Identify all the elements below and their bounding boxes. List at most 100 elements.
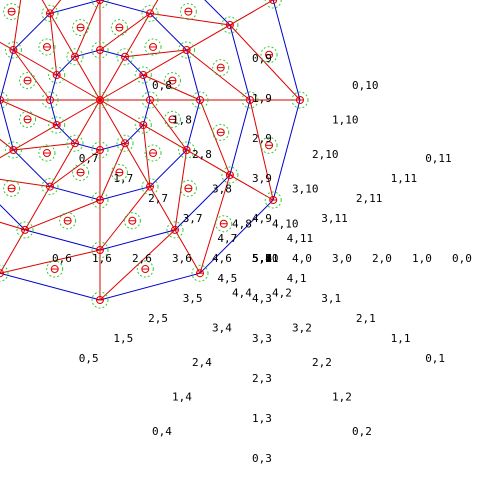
node-halo <box>179 179 197 197</box>
mesh-node <box>38 144 56 162</box>
mesh-node <box>4 141 22 159</box>
node-halo <box>72 163 90 181</box>
node-halo <box>4 41 22 59</box>
node-marker <box>96 0 104 4</box>
tri-edge <box>174 149 188 230</box>
grid-label: 1,3 <box>252 412 272 425</box>
grid-label: 2,3 <box>252 372 272 385</box>
mesh-node <box>41 4 59 22</box>
grid-label: 0,0 <box>452 252 472 265</box>
mesh-node <box>19 110 37 128</box>
node-halo <box>260 46 278 64</box>
node-marker <box>269 0 278 4</box>
mesh-node <box>116 48 134 66</box>
mesh-node <box>179 179 197 197</box>
grid-label: 4,10 <box>272 217 299 230</box>
grid-label: 3,10 <box>292 183 319 196</box>
grid-label: 2,10 <box>312 148 339 161</box>
grid-label: 4,0 <box>292 252 312 265</box>
node-halo <box>48 66 66 84</box>
grid-label: 1,9 <box>252 92 272 105</box>
grid-label: 0,10 <box>352 79 379 92</box>
grid-label: 5,11 <box>252 252 279 265</box>
grid-label: 5,6 <box>252 252 272 265</box>
node-halo <box>110 163 128 181</box>
mesh-node <box>91 291 109 309</box>
mesh-node <box>41 91 59 109</box>
grid-label: 2,7 <box>148 192 168 205</box>
grid-label: 5,1 <box>252 252 272 265</box>
node-halo <box>91 141 109 159</box>
mesh-node <box>48 66 66 84</box>
node-halo <box>91 191 109 209</box>
tri-edge <box>12 49 51 101</box>
node-halo <box>38 144 56 162</box>
node-halo <box>221 166 239 184</box>
grid-label: 3,0 <box>332 252 352 265</box>
node-halo <box>264 191 282 209</box>
grid-label: 4,5 <box>217 272 237 285</box>
node-halo <box>166 221 184 239</box>
mesh-node <box>291 91 309 109</box>
grid-label: 1,5 <box>113 332 133 345</box>
mesh-node <box>91 241 109 259</box>
mesh-node <box>134 116 152 134</box>
grid-label: 0,11 <box>425 152 452 165</box>
grid-label: 2,4 <box>192 356 212 369</box>
mesh-node <box>163 110 181 128</box>
mesh-node <box>264 191 282 209</box>
grid-label: 3,11 <box>321 212 348 225</box>
mesh-node <box>166 221 184 239</box>
mesh-node <box>191 91 209 109</box>
tri-edge <box>13 142 76 151</box>
grid-label: 1,4 <box>172 391 192 404</box>
grid-label: 0,8 <box>152 79 172 92</box>
grid-label: 5,9 <box>252 252 272 265</box>
mesh-node <box>141 4 159 22</box>
node-halo <box>221 16 239 34</box>
node-halo <box>59 212 77 230</box>
grid-label: 3,6 <box>172 252 192 265</box>
mesh-node <box>72 163 90 181</box>
node-halo <box>0 264 9 282</box>
mesh-node <box>91 141 109 159</box>
grid-label: 4,6 <box>212 252 232 265</box>
grid-label: 0,5 <box>79 352 99 365</box>
mesh-node <box>16 221 34 239</box>
node-halo <box>19 110 37 128</box>
mesh-node <box>41 178 59 196</box>
mesh-node <box>212 123 230 141</box>
node-halo <box>91 41 109 59</box>
grid-label: 4,1 <box>287 272 307 285</box>
tri-edge <box>124 49 187 58</box>
node-halo <box>91 0 109 9</box>
tri-edge <box>99 229 176 301</box>
grid-label: 2,1 <box>356 312 376 325</box>
grid-label: 5,0 <box>252 252 272 265</box>
mesh-node <box>215 215 233 233</box>
mesh-node <box>178 41 196 59</box>
mesh-node <box>134 66 152 84</box>
tri-edge <box>0 221 26 231</box>
node-halo <box>215 215 233 233</box>
grid-label: 1,2 <box>332 391 352 404</box>
mesh-node <box>46 260 64 278</box>
node-halo <box>134 66 152 84</box>
node-halo <box>110 19 128 37</box>
grid-label: 4,7 <box>217 232 237 245</box>
mesh-node <box>221 166 239 184</box>
node-halo <box>41 178 59 196</box>
grid-label: 5,4 <box>252 252 272 265</box>
node-halo <box>38 38 56 56</box>
mesh-node <box>260 46 278 64</box>
node-halo <box>41 91 59 109</box>
node-halo <box>0 91 9 109</box>
node-halo <box>178 41 196 59</box>
node-halo <box>191 91 209 109</box>
grid-label: 2,0 <box>372 252 392 265</box>
grid-label: 5,3 <box>252 252 272 265</box>
tri-edge <box>0 138 14 151</box>
grid-label: 5,10 <box>252 252 279 265</box>
